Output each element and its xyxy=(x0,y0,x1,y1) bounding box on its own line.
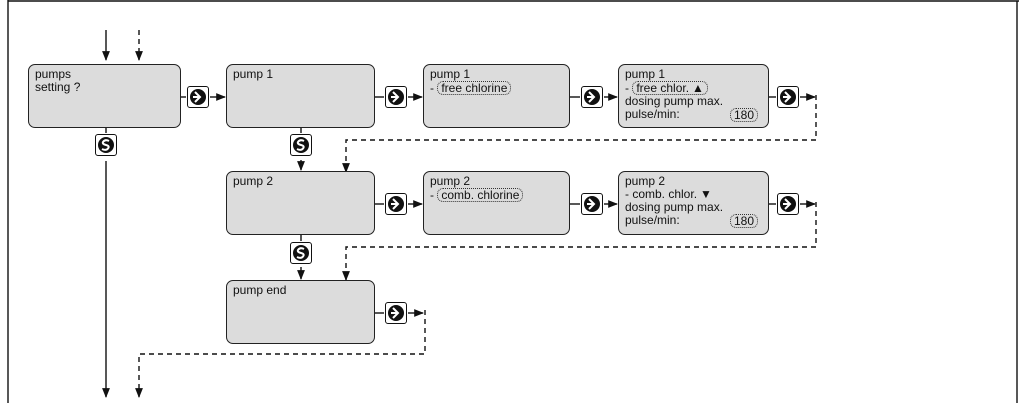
enter-key-pump2[interactable] xyxy=(385,193,407,215)
enter-arrow-icon xyxy=(388,196,404,212)
enter-arrow-icon xyxy=(388,89,404,105)
pump2-detail-line2: - comb. chlor.▼ xyxy=(625,188,762,201)
enter-arrow-icon xyxy=(780,196,796,212)
s-scroll-icon xyxy=(293,137,309,153)
arrow-down-icon: ▼ xyxy=(700,187,712,201)
display-pumps-setting: pumps setting ? xyxy=(28,64,181,128)
pump2-select-value: comb. chlorine xyxy=(437,188,524,202)
enter-arrow-icon xyxy=(584,89,600,105)
loop-back-3 xyxy=(138,310,426,392)
pump2-detail-rate: 180 xyxy=(729,214,758,228)
scroll-key-menu[interactable] xyxy=(95,134,117,156)
pump1-detail-label4: pulse/min: xyxy=(625,107,680,121)
display-pump-end: pump end xyxy=(226,280,375,344)
pump2-select-dash: - xyxy=(430,188,434,202)
pump1-detail-rate: 180 xyxy=(729,108,758,122)
pump2-select-title: pump 2 xyxy=(430,174,471,188)
pump2-detail-title: pump 2 xyxy=(625,174,666,188)
enter-key-pump-end[interactable] xyxy=(385,302,407,324)
display-pump1: pump 1 xyxy=(226,64,375,128)
display-pump2-detail: pump 2 - comb. chlor.▼ dosing pump max. … xyxy=(618,171,769,235)
pump2-select-line: - comb. chlorine xyxy=(430,188,563,202)
enter-key-select1[interactable] xyxy=(581,86,603,108)
enter-key-pump1[interactable] xyxy=(385,86,407,108)
scroll-key-pump2[interactable] xyxy=(290,242,312,264)
display-pump1-select: pump 1 - free chlorine xyxy=(423,64,570,128)
pump1-select-dash: - xyxy=(430,81,434,95)
display-pump2-select: pump 2 - comb. chlorine xyxy=(423,171,570,235)
enter-arrow-icon xyxy=(388,305,404,321)
pump1-detail-value: free chlor.▲ xyxy=(632,81,708,95)
pump1-detail-line4: pulse/min: 180 xyxy=(625,107,762,122)
pump2-detail-line3: dosing pump max. xyxy=(625,200,724,214)
enter-key-menu[interactable] xyxy=(187,86,209,108)
scroll-key-pump1[interactable] xyxy=(290,134,312,156)
s-scroll-icon xyxy=(98,137,114,153)
pump1-detail-value-text: free chlor. xyxy=(636,81,690,95)
pump1-detail-title: pump 1 xyxy=(625,67,666,81)
pump1-select-title: pump 1 xyxy=(430,67,471,81)
enter-key-detail2[interactable] xyxy=(777,193,799,215)
pump2-detail-value: - comb. chlor. xyxy=(625,187,698,201)
enter-arrow-icon xyxy=(780,89,796,105)
enter-arrow-icon xyxy=(190,89,206,105)
loop-back-1 xyxy=(345,95,817,170)
pump1-detail-dash: - xyxy=(625,81,629,95)
pump1-select-line: - free chlorine xyxy=(430,81,563,95)
enter-arrow-icon xyxy=(584,196,600,212)
enter-key-select2[interactable] xyxy=(581,193,603,215)
pump1-select-value: free chlorine xyxy=(437,81,512,95)
pump1-detail-line3: dosing pump max. xyxy=(625,94,724,108)
loop-back-2 xyxy=(345,202,817,275)
s-scroll-icon xyxy=(293,245,309,261)
pump1-detail-line2: - free chlor.▲ xyxy=(625,81,762,95)
enter-key-detail1[interactable] xyxy=(777,86,799,108)
display-pump1-detail: pump 1 - free chlor.▲ dosing pump max. p… xyxy=(618,64,769,128)
display-pump2: pump 2 xyxy=(226,171,375,235)
pump2-detail-line4: pulse/min: 180 xyxy=(625,213,762,228)
arrow-up-icon: ▲ xyxy=(692,81,704,95)
pump2-detail-label4: pulse/min: xyxy=(625,213,680,227)
